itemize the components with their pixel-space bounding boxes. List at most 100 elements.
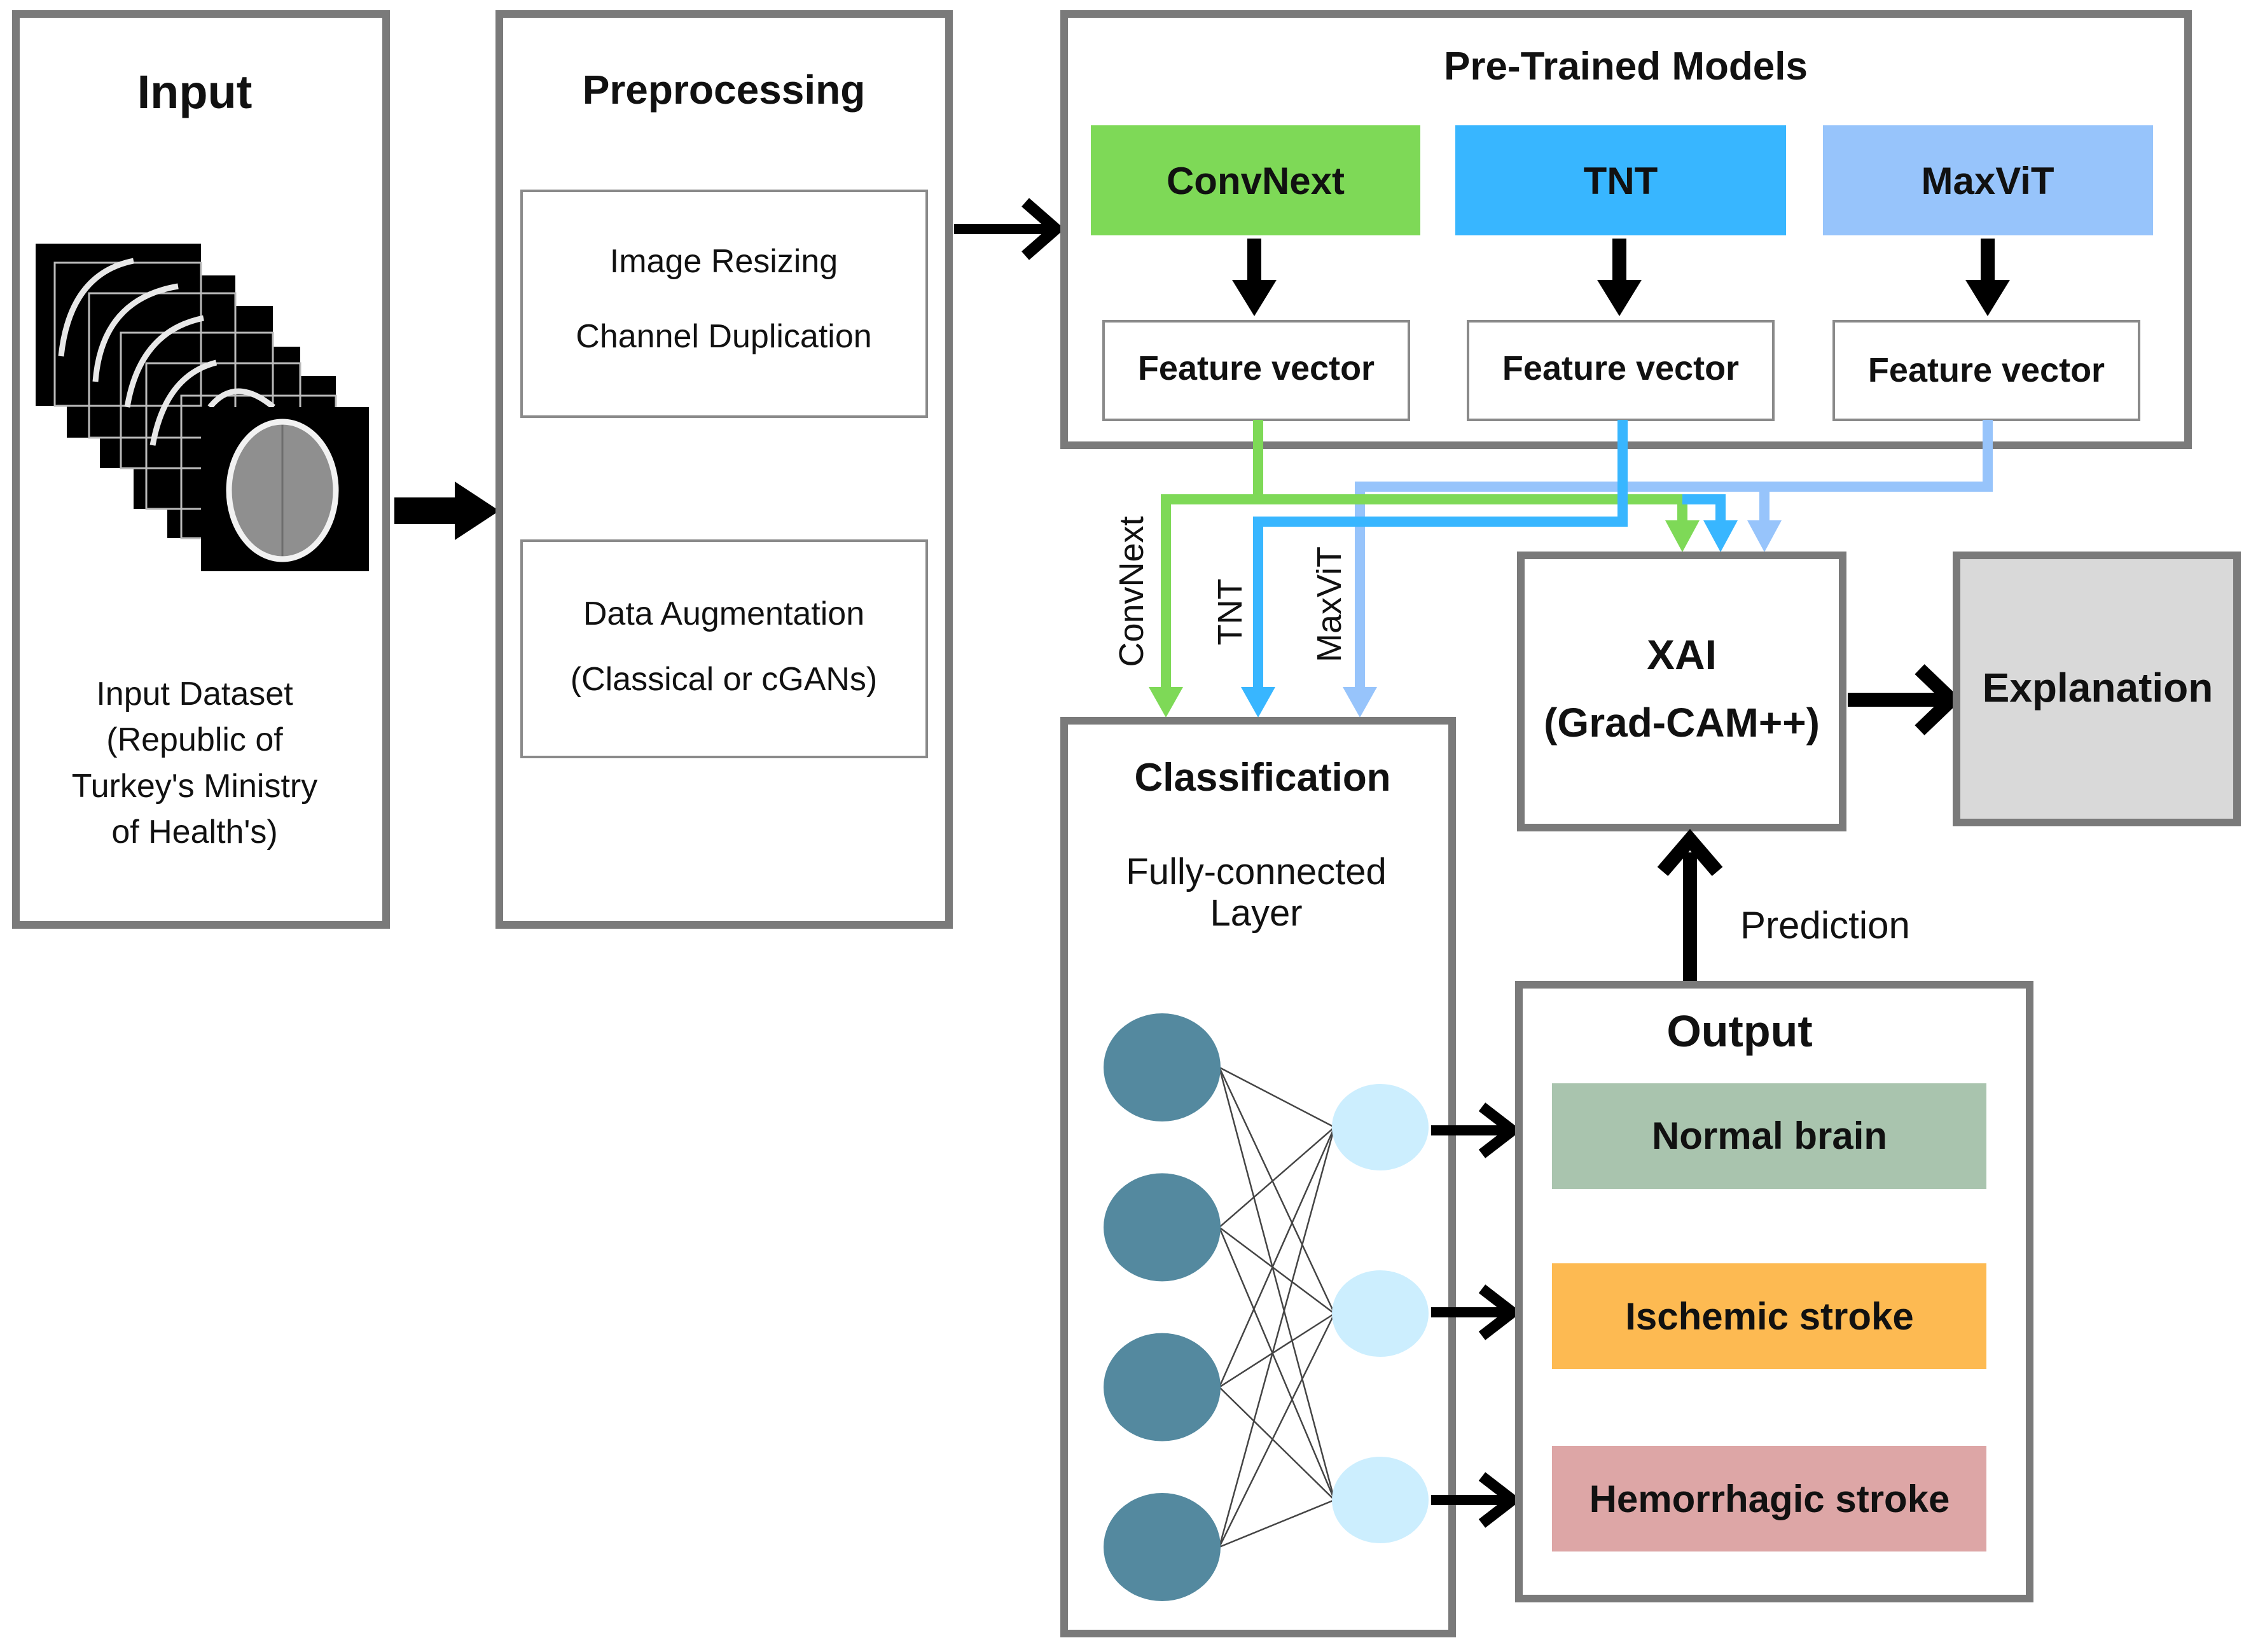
input-caption-line-1: Input Dataset (96, 676, 293, 712)
step-data-augmentation: Data Augmentation (583, 595, 864, 632)
xai-method: (Grad-CAM++) (1544, 700, 1820, 746)
input-neuron (1104, 1493, 1221, 1601)
step-augmentation-method: (Classical or cGANs) (571, 661, 878, 698)
fc-connection-line (1218, 1067, 1336, 1501)
model-to-feature-arrows (1232, 239, 2010, 316)
explanation-box (1953, 552, 2241, 826)
input-neuron (1104, 1173, 1221, 1282)
arrow-head-icon (1657, 829, 1723, 877)
model-tnt-block (1455, 125, 1786, 235)
prediction-label: Prediction (1740, 904, 1910, 947)
classification-panel: Classification Fully-connected Layer (1060, 717, 1456, 1637)
wire-convnext-to-classification (1161, 420, 1263, 690)
output-title: Output (1666, 1006, 1812, 1056)
xai-panel: XAI (Grad-CAM++) (1517, 552, 1846, 831)
model-tnt-label: TNT (1584, 160, 1658, 202)
preprocessing-title: Preprocessing (583, 67, 866, 113)
input-neuron (1104, 1013, 1221, 1121)
model-convnext-label: ConvNext (1167, 160, 1345, 202)
step-channel-duplication: Channel Duplication (576, 318, 871, 355)
fc-connection-line (1219, 1386, 1335, 1501)
classification-title: Classification (1134, 756, 1390, 800)
neuron-to-output-arrows (1431, 1102, 1521, 1528)
model-maxvit-label: MaxViT (1922, 160, 2054, 202)
model-maxvit-block (1823, 125, 2153, 235)
arrow-xai-to-explanation (1848, 664, 1962, 735)
output-neuron (1332, 1084, 1429, 1170)
fc-input-neurons (1104, 1013, 1221, 1601)
input-caption-line-2: (Republic of (106, 721, 283, 758)
model-convnext-block (1091, 125, 1420, 235)
fc-layer-label-line-2: Layer (1210, 892, 1302, 934)
fc-connection-line (1219, 1066, 1335, 1128)
arrow-head-icon (455, 482, 499, 540)
class-ischemic-stroke (1552, 1263, 1986, 1369)
pretrained-models-title: Pre-Trained Models (1444, 45, 1808, 88)
class-ischemic-stroke-label: Ischemic stroke (1625, 1295, 1914, 1338)
arrow-head-icon (1232, 280, 1277, 316)
step-image-resizing: Image Resizing (610, 243, 838, 280)
fc-connection-line (1219, 1312, 1335, 1388)
class-normal-brain-label: Normal brain (1652, 1114, 1887, 1157)
wire-label-tnt: TNT (1211, 579, 1249, 646)
wire-label-convnext: ConvNext (1112, 516, 1151, 667)
class-normal-brain (1552, 1083, 1986, 1189)
feature-vector-tnt-label: Feature vector (1502, 349, 1739, 387)
fc-connection-line (1218, 1067, 1336, 1314)
fc-layer-label-line-1: Fully-connected (1126, 851, 1386, 892)
arrow-head-icon (1747, 520, 1782, 552)
input-title: Input (137, 66, 253, 118)
resize-duplicate-step-box (520, 190, 928, 418)
fc-connection-line (1219, 1499, 1335, 1548)
arrow-head-icon (1965, 280, 2010, 316)
fc-connection-line (1218, 1226, 1336, 1501)
arrow-head-icon (1149, 687, 1183, 718)
fc-connections (1218, 1066, 1336, 1548)
augmentation-step-box (520, 539, 928, 758)
arrow-input-to-preprocessing (394, 482, 499, 540)
input-neuron (1104, 1333, 1221, 1441)
explanation-label: Explanation (1983, 665, 2213, 711)
arrow-head-icon (1478, 1284, 1521, 1340)
arrow-head-icon (1915, 664, 1962, 735)
ct-scan-stack-icon (36, 244, 369, 571)
input-panel: Input (12, 10, 390, 929)
feature-vector-maxvit-label: Feature vector (1868, 351, 2105, 389)
class-hemorrhagic-stroke (1552, 1446, 1986, 1551)
feature-vector-tnt-box (1467, 320, 1775, 421)
xai-box (1517, 552, 1846, 831)
feature-routing-wires: ConvNext TNT MaxViT (1112, 420, 1993, 718)
fc-connection-line (1218, 1313, 1336, 1548)
feature-vector-maxvit-box (1832, 320, 2140, 421)
feature-vector-convnext-box (1102, 320, 1410, 421)
output-neuron (1332, 1457, 1429, 1543)
preprocessing-panel: Preprocessing Image Resizing Channel Dup… (495, 10, 953, 929)
output-neuron (1332, 1270, 1429, 1357)
input-caption-line-4: of Health's) (111, 814, 277, 850)
arrow-head-icon (1478, 1472, 1521, 1528)
arrow-head-icon (1597, 280, 1642, 316)
pretrained-models-panel: Pre-Trained Models ConvNext TNT MaxViT F… (1060, 10, 2192, 449)
input-caption-line-3: Turkey's Ministry (72, 768, 317, 805)
feature-vector-convnext-label: Feature vector (1138, 349, 1375, 387)
wire-tnt-to-xai (1682, 494, 1726, 522)
wire-label-maxvit: MaxViT (1310, 546, 1348, 662)
arrow-preprocessing-to-models (954, 198, 1065, 260)
wire-maxvit-to-classification (1355, 420, 1993, 690)
xai-title: XAI (1647, 631, 1717, 678)
fc-output-neurons (1332, 1084, 1429, 1543)
arrow-head-icon (1241, 687, 1275, 718)
arrow-prediction-to-xai: Prediction (1657, 829, 1910, 983)
arrow-head-icon (1022, 198, 1065, 260)
fc-connection-line (1219, 1226, 1335, 1315)
preprocessing-box (495, 10, 953, 929)
fc-connection-line (1219, 1127, 1335, 1228)
class-hemorrhagic-stroke-label: Hemorrhagic stroke (1590, 1478, 1950, 1520)
wire-maxvit-to-xai (1759, 482, 1988, 522)
wire-tnt-to-classification (1253, 420, 1628, 690)
arrow-head-icon (1665, 520, 1700, 552)
arrow-head-icon (1703, 520, 1738, 552)
fc-connection-line (1218, 1127, 1336, 1548)
output-panel: Output Normal brain Ischemic stroke Hemo… (1515, 981, 2033, 1602)
